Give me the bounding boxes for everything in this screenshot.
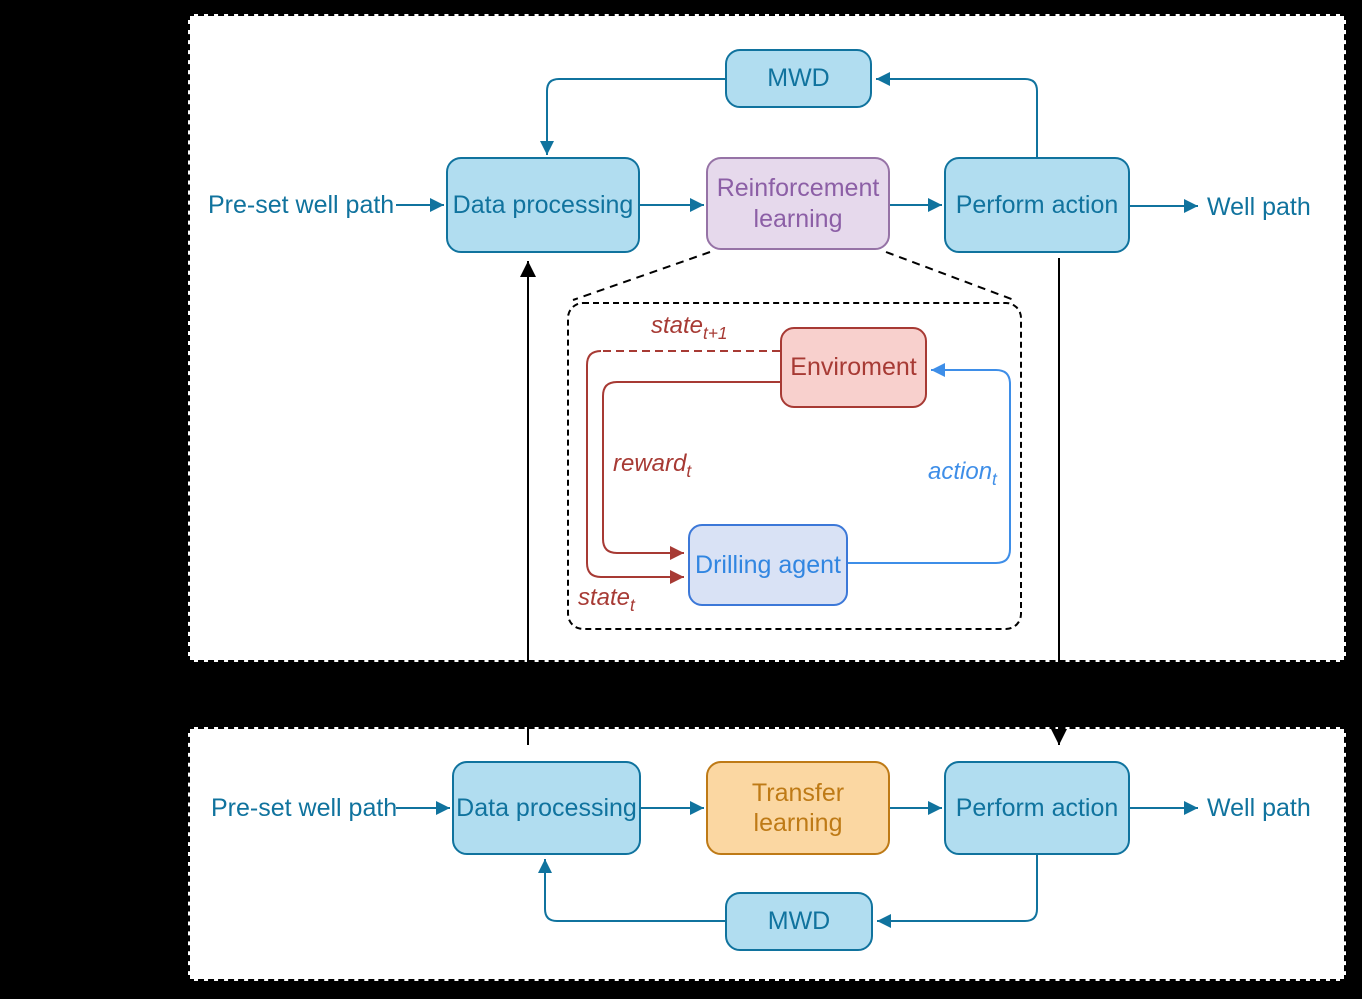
label-state: statet: [578, 584, 635, 615]
output-label-bottom: Well path: [1207, 794, 1311, 822]
node-environment: Enviroment: [780, 327, 927, 408]
node-mwd-top: MWD: [725, 49, 872, 108]
rl-detail-panel: [567, 302, 1022, 630]
node-data-processing-top: Data processing: [446, 157, 640, 253]
node-drilling-agent-label: Drilling agent: [695, 550, 841, 579]
node-transfer-learning: Transfer learning: [706, 761, 890, 855]
input-label-bottom: Pre-set well path: [211, 794, 398, 822]
node-perform-action-top-label: Perform action: [955, 190, 1119, 219]
node-mwd-bottom-label: MWD: [767, 907, 831, 936]
node-perform-action-top: Perform action: [944, 157, 1130, 253]
node-drilling-agent: Drilling agent: [688, 524, 848, 606]
node-transfer-learning-label: Transfer learning: [751, 778, 845, 838]
label-state-next: statet+1: [651, 312, 728, 343]
node-data-processing-bottom: Data processing: [452, 761, 641, 855]
node-data-processing-bottom-label: Data processing: [456, 793, 637, 822]
node-mwd-bottom: MWD: [725, 892, 873, 951]
label-reward: rewardt: [613, 450, 692, 481]
input-label-top: Pre-set well path: [208, 191, 395, 219]
output-label-top: Well path: [1207, 193, 1311, 221]
node-reinforcement-learning: Reinforcement learning: [706, 157, 890, 250]
node-perform-action-bottom: Perform action: [944, 761, 1130, 855]
node-perform-action-bottom-label: Perform action: [955, 793, 1119, 822]
node-environment-label: Enviroment: [790, 353, 917, 382]
node-mwd-top-label: MWD: [767, 64, 830, 93]
label-action: actiont: [928, 458, 997, 489]
node-data-processing-top-label: Data processing: [452, 190, 634, 219]
node-reinforcement-learning-label: Reinforcement learning: [716, 174, 880, 233]
